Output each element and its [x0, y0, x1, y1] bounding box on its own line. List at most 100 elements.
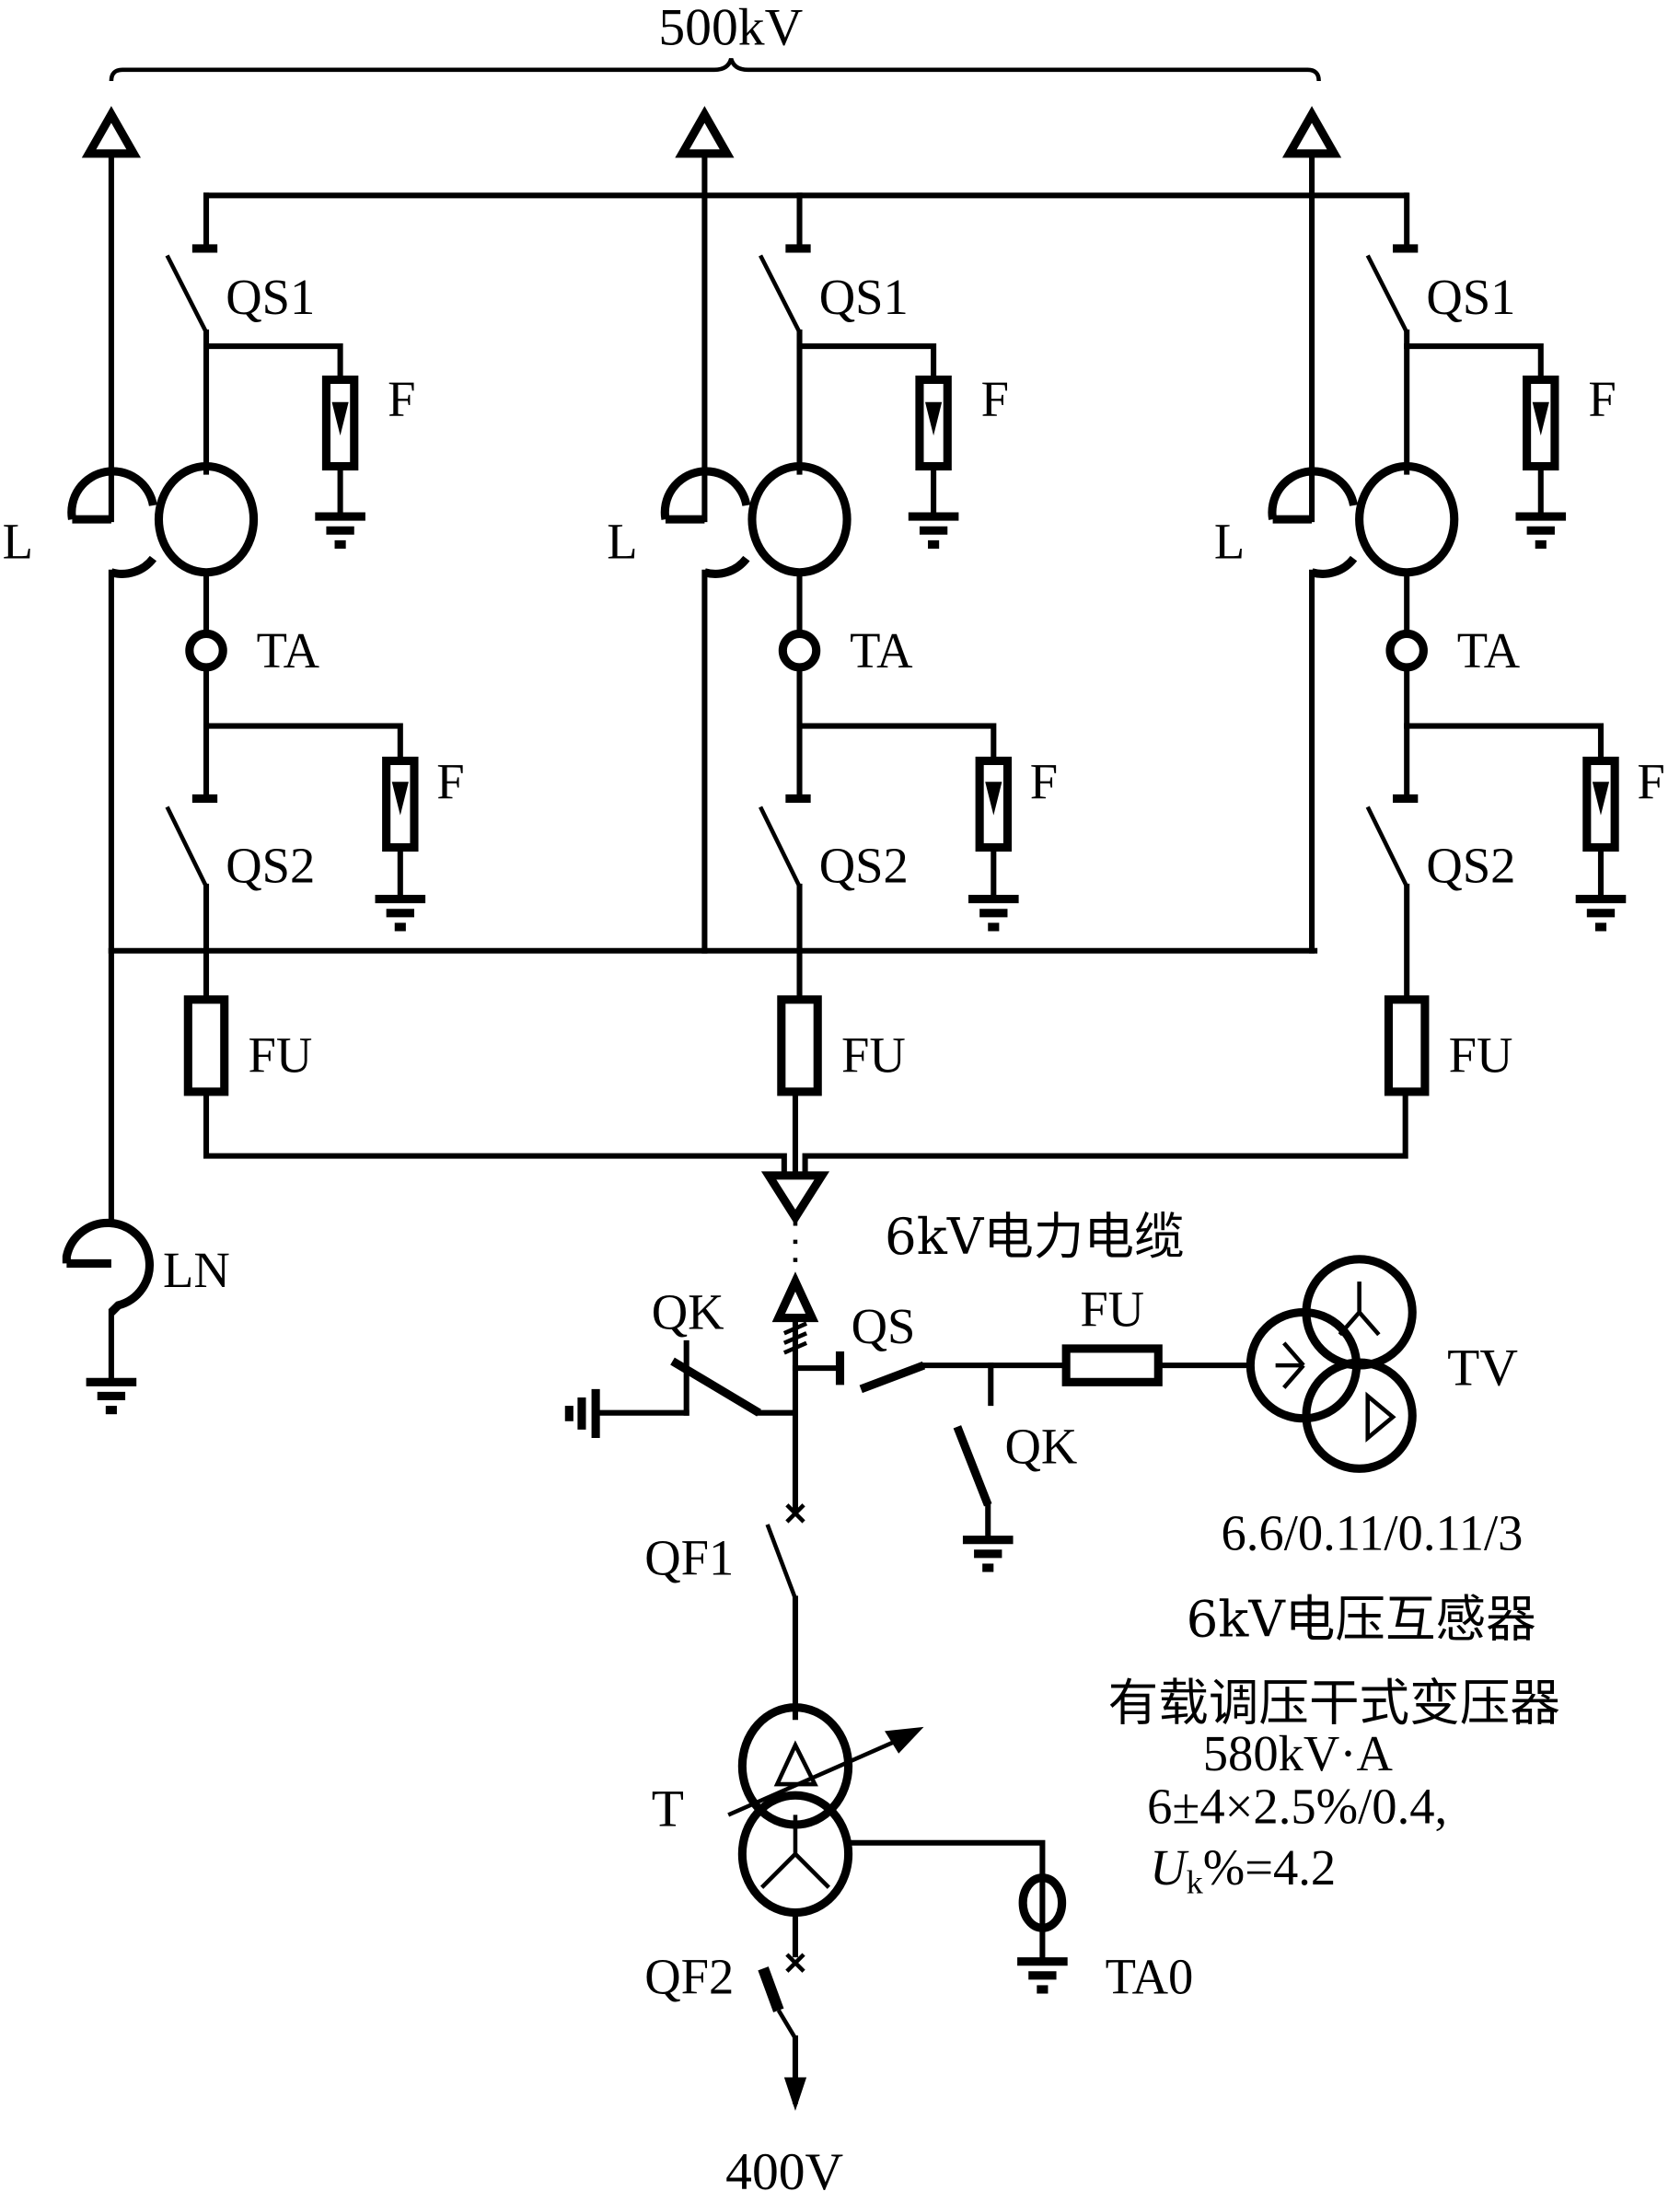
- ground-icon-right: [962, 1536, 1014, 1572]
- ta-label: TA: [257, 622, 320, 678]
- arrester-arrow-icon: [1532, 401, 1549, 436]
- arrester-arrow-icon: [331, 401, 349, 436]
- transformer-label: T: [652, 1780, 684, 1838]
- vt-ratio: 6.6/0.11/0.11/3: [1221, 1504, 1523, 1560]
- qs1-blade: [759, 254, 802, 333]
- qs1-label: QS1: [819, 269, 909, 325]
- ground-icon: [86, 1377, 137, 1415]
- arrester-arrow-icon: [925, 401, 943, 436]
- bottom-voltage-label: 400V: [725, 2143, 843, 2201]
- reactor-label: L: [607, 514, 637, 570]
- fuse: [1384, 995, 1430, 1096]
- fuse: [183, 995, 229, 1096]
- arrester2-label: F: [1637, 753, 1664, 809]
- qs2-blade: [759, 806, 802, 887]
- qs1-blade: [165, 254, 209, 333]
- uk-value: %=4.2: [1203, 1839, 1336, 1896]
- voltage-brace: [109, 57, 1321, 82]
- qs2-blade: [1365, 806, 1409, 887]
- qs2-label: QS2: [226, 837, 315, 893]
- current-transformer: [185, 629, 227, 672]
- ta0-label: TA0: [1106, 1949, 1194, 2005]
- qs1-blade: [1365, 254, 1409, 333]
- coupling-transformer: [154, 461, 259, 577]
- qs-blade: [859, 1361, 926, 1394]
- current-transformer: [1385, 629, 1428, 672]
- neutral-wire: [845, 1839, 1046, 1881]
- uk-symbol: U: [1150, 1839, 1189, 1896]
- transformer-ratio: 6±4×2.5%/0.4,: [1147, 1779, 1447, 1835]
- qk-right-label: QK: [1004, 1418, 1077, 1474]
- fuse-label: FU: [1449, 1027, 1513, 1084]
- transformer-name: 有载调压干式变压器: [1108, 1673, 1560, 1732]
- coupling-transformer: [1355, 461, 1459, 577]
- incoming-terminal-icon: [675, 106, 735, 158]
- reactor-symbol: [67, 467, 157, 578]
- arrester-label: F: [1588, 371, 1616, 427]
- reactor-label: L: [3, 514, 33, 570]
- breaker-x-icon: [785, 1503, 805, 1524]
- arrester-label: F: [981, 371, 1009, 427]
- qk-left-label: QK: [652, 1284, 724, 1340]
- arrester-wire: [1404, 343, 1544, 383]
- incoming-terminal-icon: [1281, 106, 1342, 158]
- arrester2-wire: [796, 723, 997, 764]
- cable-label: 6kV电力电缆: [885, 1207, 1185, 1266]
- ground-icon-ta0: [1017, 1957, 1068, 1994]
- arrester2-wire: [203, 723, 403, 764]
- qs-label: QS: [852, 1298, 916, 1354]
- tv-fuse-label: FU: [1080, 1281, 1144, 1338]
- fuse-label: FU: [249, 1027, 313, 1084]
- arrester-wire: [796, 343, 937, 383]
- ta-label: TA: [1457, 622, 1521, 678]
- ln-label: LN: [163, 1242, 230, 1298]
- fuse-output-bus: [203, 1093, 1408, 1176]
- top-voltage-label: 500kV: [658, 0, 803, 57]
- qf2-blade-thick: [758, 1966, 784, 2012]
- qs2-blade: [165, 806, 209, 887]
- tv-label: TV: [1447, 1339, 1518, 1397]
- fuse: [777, 995, 822, 1096]
- voltage-transformer-symbol: [1246, 1255, 1417, 1473]
- incoming-terminal-icon: [81, 106, 142, 158]
- qf2-label: QF2: [644, 1949, 734, 2005]
- arrester2-wire: [1404, 723, 1605, 764]
- arrester2-label: F: [1030, 753, 1058, 809]
- ground-icon-left: [564, 1388, 600, 1438]
- vt-name: 6kV电压互感器: [1187, 1589, 1536, 1648]
- arrester2-arrow-icon: [391, 782, 409, 816]
- ta-label: TA: [850, 622, 913, 678]
- qf1-blade: [765, 1524, 798, 1600]
- qf1-label: QF1: [644, 1530, 734, 1586]
- coupling-transformer: [747, 461, 852, 577]
- reactor-symbol: [1268, 467, 1359, 578]
- impedance-voltage: Uk%=4.2: [1150, 1839, 1336, 1900]
- qf2-blade: [776, 2009, 797, 2040]
- arrester2-label: F: [436, 753, 464, 809]
- cable-termination-bottom: [771, 1271, 819, 1323]
- reactor-label: L: [1214, 514, 1245, 570]
- neutral-reactor-symbol: [62, 1218, 154, 1316]
- arrester2-arrow-icon: [985, 782, 1002, 816]
- cable-termination-top: [760, 1171, 830, 1225]
- uk-sub: k: [1187, 1863, 1204, 1900]
- transformer-rating: 580kV·A: [1203, 1725, 1394, 1781]
- reactor-symbol: [660, 467, 751, 578]
- qs1-label: QS1: [1426, 269, 1515, 325]
- current-transformer: [778, 629, 821, 672]
- qk-right-blade: [953, 1425, 992, 1507]
- arrester-label: F: [388, 371, 415, 427]
- qs1-label: QS1: [226, 269, 315, 325]
- arrester2-arrow-icon: [1592, 782, 1610, 816]
- power-transformer-symbol: [727, 1703, 924, 1918]
- arrester-wire: [203, 343, 343, 383]
- qs2-label: QS2: [1426, 837, 1515, 893]
- tv-fuse: [1061, 1344, 1163, 1386]
- fuse-label: FU: [841, 1027, 906, 1084]
- breaker-x-icon-lv: [785, 1953, 805, 1973]
- qs2-label: QS2: [819, 837, 909, 893]
